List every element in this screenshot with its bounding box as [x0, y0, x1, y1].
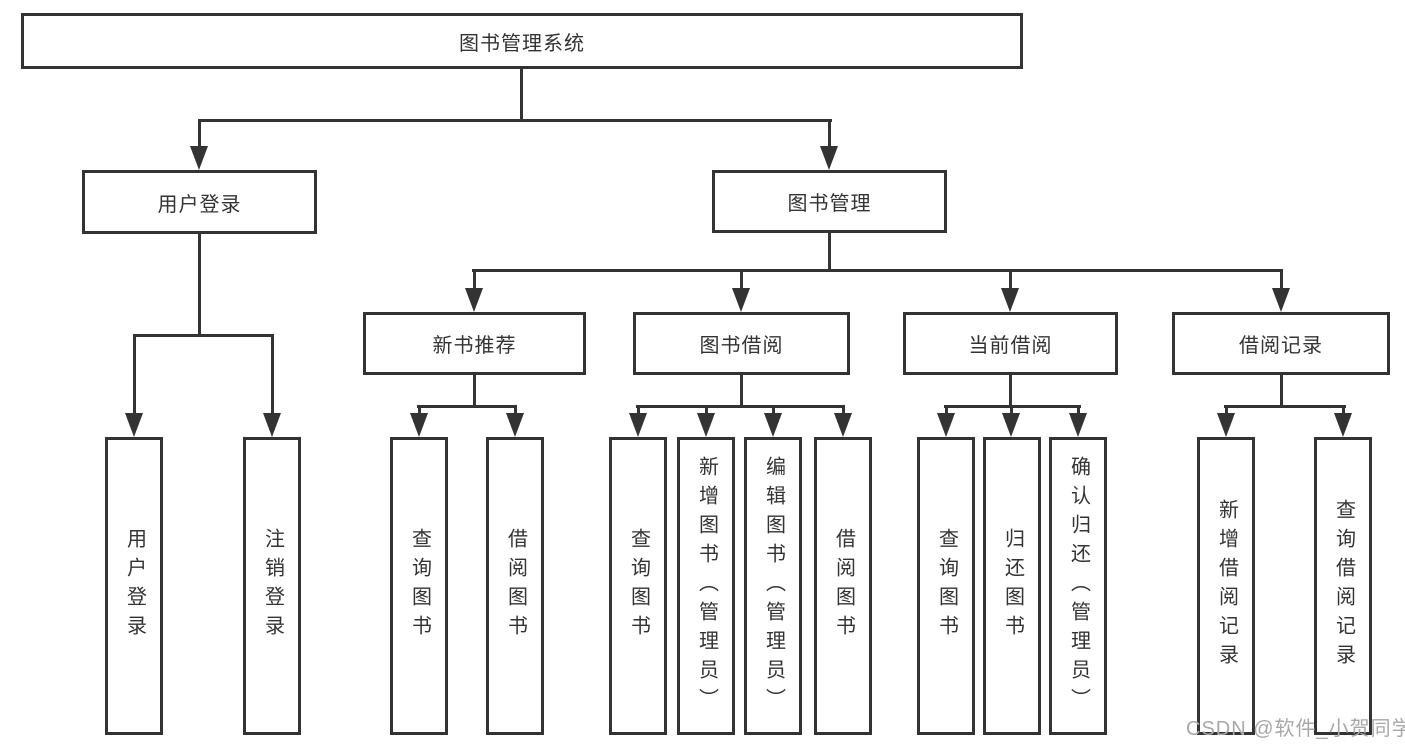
leaf-add-borrow-record: 新增借阅记录: [1197, 437, 1255, 735]
leaf-add-borrow-record-label: 新增借阅记录: [1215, 499, 1238, 673]
leaf-return-books-label: 归还图书: [1001, 528, 1024, 644]
connector-module-stem: [1009, 375, 1012, 408]
connector-to-module: [473, 269, 476, 289]
leaf-add-books-admin-label: 新增图书（管理员）: [695, 455, 718, 717]
connector-to-module: [1009, 269, 1012, 289]
leaf-user-login: 用户登录: [105, 437, 163, 735]
connector-module-stem: [740, 375, 743, 408]
node-borrow-records: 借阅记录: [1172, 312, 1390, 375]
connector-module-bar: [1224, 405, 1346, 408]
leaf-edit-books-admin-label: 编辑图书（管理员）: [762, 455, 785, 717]
leaf-query-borrow-record-label: 查询借阅记录: [1332, 499, 1355, 673]
connector-module-stem: [473, 375, 476, 408]
connector-to-leaf: [1225, 405, 1228, 417]
connector-to-leaf: [418, 405, 421, 417]
connector-to-module: [1280, 269, 1283, 289]
connector-book-mgmt-stem: [828, 233, 831, 272]
connector-to-leaf: [945, 405, 948, 417]
connector-module-bar: [636, 405, 845, 408]
leaf-query-books-borrow-label: 查询图书: [627, 528, 650, 644]
arrow-down-icon: [506, 413, 524, 437]
connector-to-module: [740, 269, 743, 289]
connector-module-bar: [417, 405, 517, 408]
connector-to-leaf: [772, 405, 775, 417]
arrow-down-icon: [629, 413, 647, 437]
node-new-book-rec: 新书推荐: [363, 312, 586, 375]
node-book-mgmt-branch-label: 图书管理: [787, 193, 872, 215]
connector-to-leaf: [514, 405, 517, 417]
arrow-down-icon: [1001, 288, 1019, 312]
connector-to-leaf: [271, 334, 274, 414]
leaf-query-books-rec-label: 查询图书: [408, 528, 431, 644]
connector-user-login-bar: [133, 334, 274, 337]
arrow-down-icon: [1002, 413, 1020, 437]
arrow-down-icon: [732, 288, 750, 312]
arrow-down-icon: [190, 146, 208, 170]
arrow-down-icon: [410, 413, 428, 437]
leaf-borrow-books-rec-label: 借阅图书: [504, 528, 527, 644]
leaf-query-books-current: 查询图书: [917, 437, 975, 735]
arrow-down-icon: [1217, 413, 1235, 437]
connector-module-stem: [1280, 375, 1283, 408]
csdn-watermark: CSDN @软件_小贺同学: [1186, 718, 1405, 740]
arrow-down-icon: [937, 413, 955, 437]
leaf-logout: 注销登录: [243, 437, 301, 735]
arrow-down-icon: [1069, 413, 1087, 437]
leaf-add-books-admin: 新增图书（管理员）: [677, 437, 735, 735]
node-user-login-branch-label: 用户登录: [157, 193, 242, 216]
connector-root-stem: [520, 68, 523, 121]
connector-to-leaf: [1342, 405, 1345, 417]
node-borrow-records-label: 借阅记录: [1239, 335, 1323, 357]
arrow-down-icon: [125, 413, 143, 437]
leaf-return-books: 归还图书: [983, 437, 1041, 735]
node-root-label: 图书管理系统: [459, 32, 585, 55]
arrow-down-icon: [834, 413, 852, 437]
node-new-book-rec-label: 新书推荐: [432, 335, 517, 357]
connector-to-leaf: [637, 405, 640, 417]
node-root: 图书管理系统: [21, 13, 1023, 69]
leaf-borrow-books-label: 借阅图书: [832, 528, 855, 644]
connector-user-login-stem: [198, 233, 201, 337]
arrow-down-icon: [1334, 413, 1352, 437]
leaf-borrow-books-rec: 借阅图书: [486, 437, 544, 735]
connector-to-leaf: [705, 405, 708, 417]
connector-to-leaf: [842, 405, 845, 417]
node-book-mgmt-branch: 图书管理: [712, 170, 947, 233]
connector-book-mgmt-bar: [472, 269, 1282, 272]
node-current-borrow-label: 当前借阅: [968, 335, 1053, 357]
arrow-down-icon: [1272, 288, 1290, 312]
node-user-login-branch: 用户登录: [82, 170, 317, 234]
connector-to-leaf: [1010, 405, 1013, 417]
connector-to-leaf: [1077, 405, 1080, 417]
leaf-borrow-books: 借阅图书: [814, 437, 872, 735]
node-book-borrow-label: 图书借阅: [699, 335, 784, 357]
leaf-query-books-borrow: 查询图书: [609, 437, 667, 735]
leaf-logout-label: 注销登录: [261, 528, 284, 644]
leaf-user-login-label: 用户登录: [123, 528, 146, 644]
node-current-borrow: 当前借阅: [903, 312, 1118, 375]
arrow-down-icon: [764, 413, 782, 437]
connector-to-book-mgmt: [828, 119, 831, 149]
node-book-borrow: 图书借阅: [633, 312, 850, 375]
connector-to-leaf: [133, 334, 136, 414]
leaf-edit-books-admin: 编辑图书（管理员）: [744, 437, 802, 735]
connector-root-bar: [198, 119, 832, 122]
leaf-confirm-return-admin-label: 确认归还（管理员）: [1067, 455, 1090, 717]
leaf-query-books-rec: 查询图书: [390, 437, 448, 735]
arrow-down-icon: [697, 413, 715, 437]
leaf-query-borrow-record: 查询借阅记录: [1314, 437, 1372, 735]
leaf-query-books-current-label: 查询图书: [935, 528, 958, 644]
connector-to-user-login: [198, 119, 201, 149]
arrow-down-icon: [263, 413, 281, 437]
leaf-confirm-return-admin: 确认归还（管理员）: [1049, 437, 1107, 735]
arrow-down-icon: [820, 146, 838, 170]
arrow-down-icon: [465, 288, 483, 312]
